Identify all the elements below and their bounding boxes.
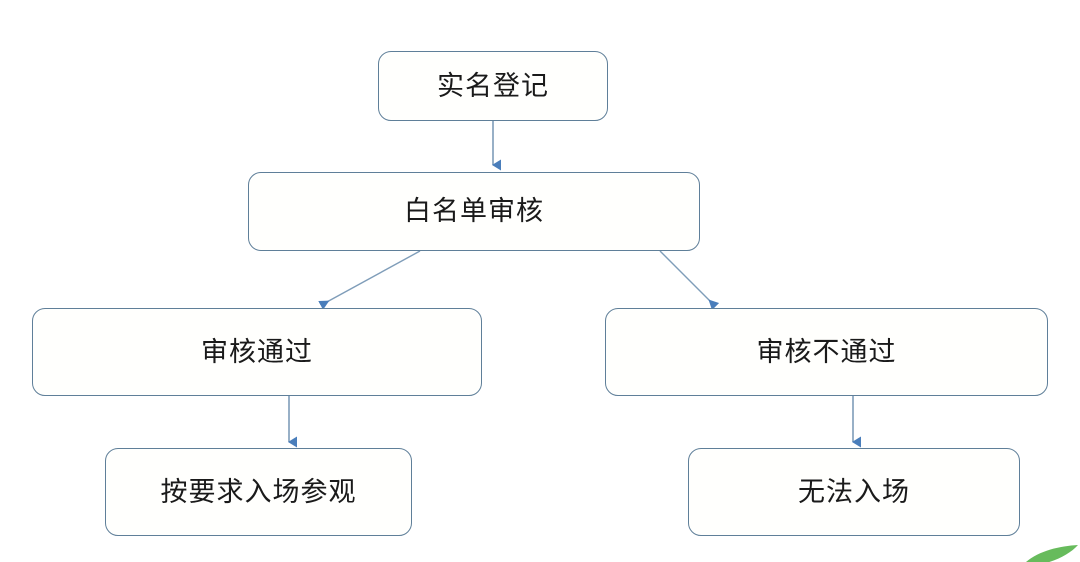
node-label: 按要求入场参观 bbox=[160, 476, 357, 507]
node-entry-denied[interactable]: 无法入场 bbox=[688, 448, 1020, 536]
node-review-rejected[interactable]: 审核不通过 bbox=[605, 308, 1048, 396]
node-label: 审核通过 bbox=[201, 336, 313, 367]
node-label: 实名登记 bbox=[437, 70, 549, 101]
edge-whitelist-to-rejected bbox=[659, 250, 720, 311]
node-review-approved[interactable]: 审核通过 bbox=[32, 308, 482, 396]
node-label: 白名单审核 bbox=[404, 196, 544, 226]
leaf-watermark-icon bbox=[1026, 545, 1078, 562]
node-enter-as-required[interactable]: 按要求入场参观 bbox=[105, 448, 412, 536]
node-label: 审核不通过 bbox=[756, 336, 897, 367]
node-whitelist-review[interactable]: 白名单审核 bbox=[248, 172, 700, 251]
node-realname-registration[interactable]: 实名登记 bbox=[378, 51, 608, 121]
edge-whitelist-to-approved bbox=[318, 250, 421, 310]
node-label: 无法入场 bbox=[798, 476, 910, 507]
